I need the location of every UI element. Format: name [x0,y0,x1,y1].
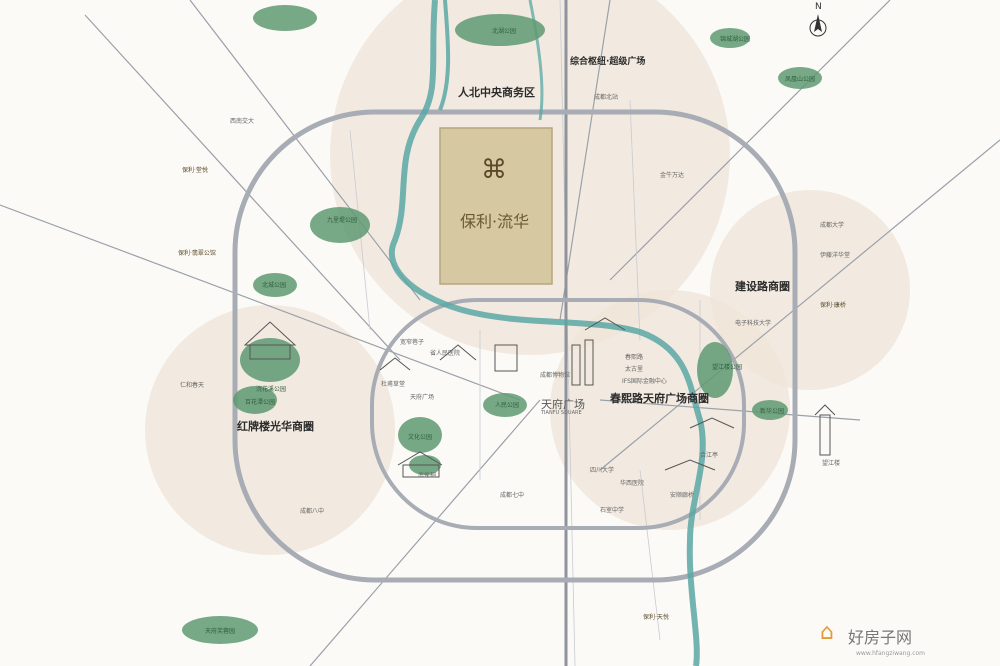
park-label: 望江楼公园 [712,364,743,371]
project-name: 保利·流华 [460,212,530,231]
poi-label: 金牛万达 [660,172,685,179]
project-marker[interactable]: 保利·堂悦 [182,167,208,174]
poi-label: 伊藤洋华堂 [820,252,851,259]
park-label: 天府芙蓉园 [205,628,236,635]
poi-label: 太古里 [625,366,644,373]
poi-label: 成都北站 [594,94,619,101]
district-hongpailou: 红牌楼光华商圈 [237,420,314,433]
district-north-cbd: 人北中央商务区 [458,86,535,99]
poi-label: 石室中学 [600,507,625,514]
poi-label: IFS国际金融中心 [622,378,667,385]
project-marker[interactable]: 保利·翡翠公馆 [178,250,216,257]
plaza-subtitle: TIANFU SQUARE [541,410,582,416]
compass-icon [809,14,827,37]
poi-label: 华西医院 [620,480,645,487]
poly-logo-icon: ⌘ [481,155,507,185]
river-branch [528,0,544,121]
plaza-name: 天府广场 [541,398,585,411]
third-ring-road [232,109,798,583]
park-label: 浣花溪公园 [256,386,287,393]
park-label: 锦城湖公园 [720,36,751,43]
poi-label: 电子科技大学 [735,320,772,327]
poi-label: 杜甫草堂 [381,381,406,388]
fu-river [388,0,706,666]
park-shapes [182,5,822,644]
poi-label: 宽窄巷子 [400,339,425,346]
park-label: 人民公园 [495,402,520,409]
park-label: 九里堤公园 [327,217,358,224]
poi-label: 天府广场 [410,394,435,401]
poi-label: 四川大学 [590,467,615,474]
house-icon: ⌂ [820,620,834,645]
landmark-sketches [243,317,836,478]
watermark-brand: 好房子网 [848,628,913,647]
poi-label: 春熙路 [625,354,644,361]
poi-label: 合江亭 [700,452,719,459]
poi-label: 省人民医院 [430,350,461,357]
watermark-url: www.hfangziwang.com [856,650,926,657]
project-marker[interactable]: 保利·天悦 [643,614,669,621]
district-transport-hub: 综合枢纽·超级广场 [570,57,646,67]
hongpailou-circle [145,305,395,555]
park-label: 百花潭公园 [245,399,276,406]
poi-label: 成都大学 [820,222,845,229]
first-ring-road [370,298,746,530]
compass-label: N [815,2,822,12]
park-label: 凤凰山公园 [785,76,816,83]
poi-label: 成都博物馆 [540,372,571,379]
poi-label: 成都七中 [500,492,525,499]
poi-label: 西南交大 [230,118,255,125]
park-label: 北湖公园 [492,28,517,35]
park-label: 北城公园 [262,282,287,289]
park-label: 新华公园 [760,408,785,415]
park-label: 文化公园 [408,434,433,441]
project-marker[interactable]: 保利·康桥 [820,302,846,309]
district-jianshe: 建设路商圈 [735,280,790,293]
poi-label: 安顺廊桥 [670,492,695,499]
poi-label: 成都八中 [300,508,325,515]
poi-label: 仁和春天 [180,382,205,389]
river-north [438,0,451,111]
poi-label: 武侯祠 [418,472,437,479]
poi-label: 望江楼 [822,460,841,467]
district-chunxi: 春熙路天府广场商圈 [610,392,709,405]
project-site [439,127,553,285]
